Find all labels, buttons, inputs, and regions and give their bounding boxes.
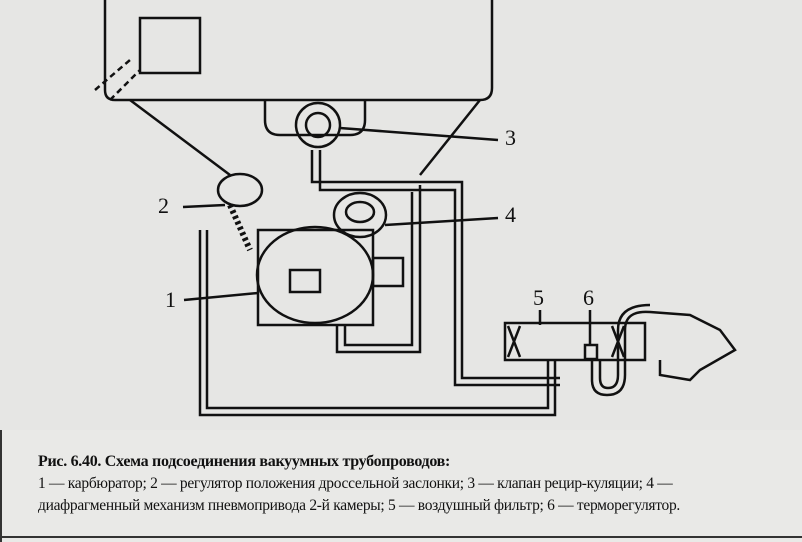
- label-thermoregulator: 6: [583, 285, 594, 310]
- label-air-filter: 5: [533, 285, 544, 310]
- label-recirculation-valve: 3: [505, 125, 516, 150]
- bottom-rule: [0, 536, 802, 538]
- figure-caption: Рис. 6.40. Схема подсоединения вакуумных…: [38, 451, 778, 517]
- vacuum-line-diagram: 1 2 3 4 5 6: [94, 0, 737, 417]
- label-carburetor: 1: [165, 287, 176, 312]
- caption-body: 1 — карбюратор; 2 — регулятор положения …: [38, 475, 680, 514]
- label-throttle-regulator: 2: [158, 193, 169, 218]
- label-diaphragm-mechanism: 4: [505, 202, 516, 227]
- caption-title: Рис. 6.40. Схема подсоединения вакуумных…: [38, 453, 451, 470]
